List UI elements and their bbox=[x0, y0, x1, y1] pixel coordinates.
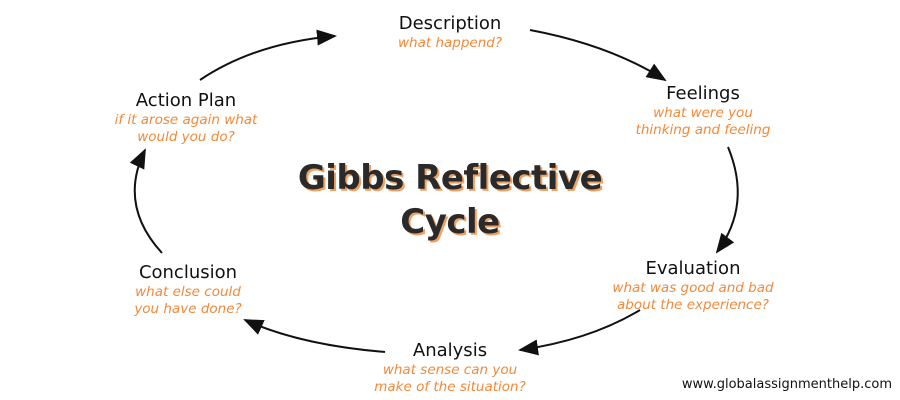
stage-desc-line: thinking and feeling bbox=[635, 122, 771, 138]
stage-title: Evaluation bbox=[645, 258, 741, 279]
arrow-conclusion-to-actionplan bbox=[129, 148, 163, 254]
arrow-feelings-to-evaluation bbox=[715, 146, 739, 254]
stage-desc-line: what was good and bad bbox=[612, 280, 774, 296]
website-watermark: www.globalassignmenthelp.com bbox=[681, 377, 892, 392]
stage-desc-line: if it arose again what bbox=[114, 112, 258, 128]
stage-action-plan: Action Plan if it arose again what would… bbox=[115, 90, 258, 146]
stage-title: Action Plan bbox=[135, 90, 237, 111]
stage-desc-line: about the experience? bbox=[617, 297, 769, 313]
stage-analysis: Analysis what sense can you make of the … bbox=[374, 340, 526, 396]
stage-desc-line: what were you bbox=[653, 105, 753, 121]
arrow-description-to-feelings bbox=[529, 29, 667, 82]
diagram-title: Gibbs Reflective Cycle bbox=[297, 156, 603, 244]
stage-desc-line: what sense can you bbox=[382, 362, 518, 378]
stage-desc-line: what else could bbox=[135, 284, 241, 300]
stage-title: Analysis bbox=[412, 340, 488, 361]
stage-title: Feelings bbox=[666, 83, 740, 104]
stage-description: Description what happend? bbox=[398, 13, 502, 52]
stage-desc-line: make of the situation? bbox=[374, 379, 526, 395]
diagram-title-line2: Cycle bbox=[400, 202, 500, 242]
stage-conclusion: Conclusion what else could you have done… bbox=[134, 262, 241, 318]
stage-desc-line: what happend? bbox=[397, 35, 503, 51]
stage-title: Conclusion bbox=[138, 262, 238, 283]
stage-desc-line: you have done? bbox=[134, 301, 242, 317]
stage-evaluation: Evaluation what was good and bad about t… bbox=[612, 258, 773, 314]
stage-feelings: Feelings what were you thinking and feel… bbox=[636, 83, 771, 139]
stage-desc-line: would you do? bbox=[137, 129, 235, 145]
arrow-analysis-to-conclusion bbox=[243, 319, 386, 353]
stage-title: Description bbox=[398, 13, 502, 34]
diagram-title-line1: Gibbs Reflective bbox=[297, 158, 603, 198]
arrow-actionplan-to-description bbox=[199, 29, 337, 81]
arrow-evaluation-to-analysis bbox=[518, 309, 641, 356]
